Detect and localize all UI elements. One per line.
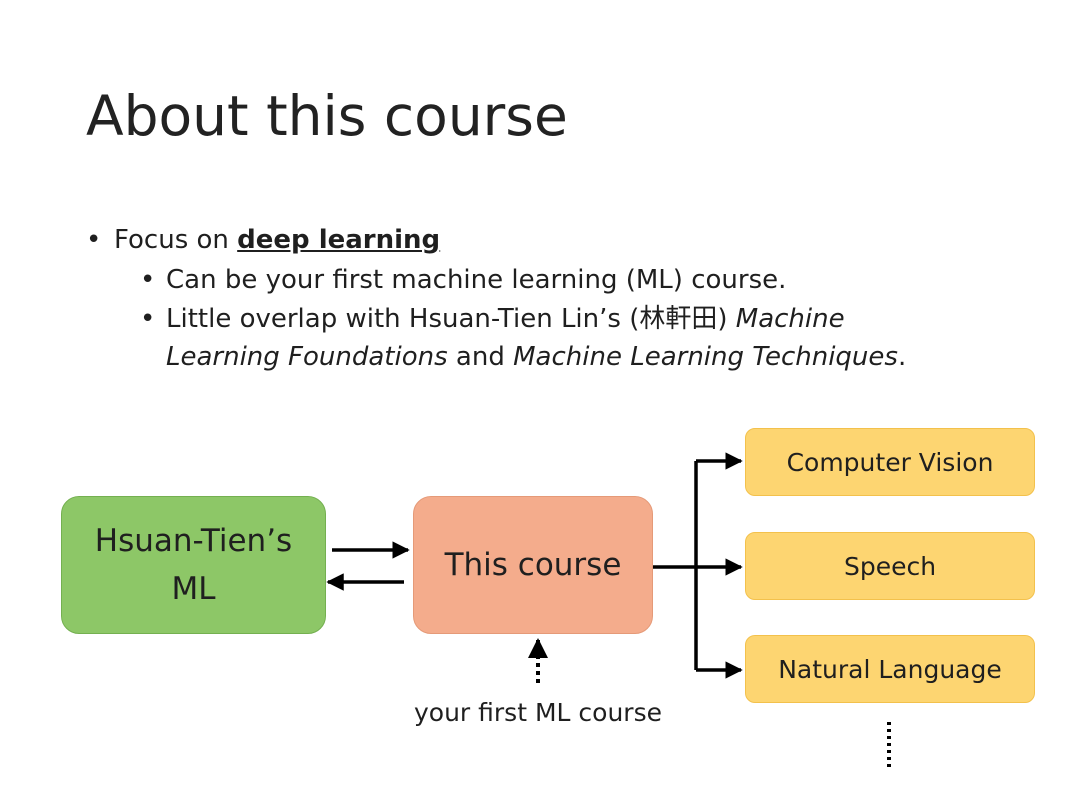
first-course-caption: your first ML course	[414, 698, 662, 727]
hsuan-tien-line1: Hsuan-Tien’s	[94, 523, 293, 559]
course-name-techniques: Machine Learning Techniques	[513, 342, 898, 372]
bullet-list: Focus on deep learning Can be your first…	[86, 220, 1046, 376]
computer-vision-box: Computer Vision	[745, 428, 1035, 496]
speech-box: Speech	[745, 532, 1035, 600]
hsuan-tien-line2: ML	[171, 571, 216, 607]
this-course-label: This course	[444, 547, 622, 583]
deep-learning-emphasis: deep learning	[237, 225, 441, 255]
computer-vision-label: Computer Vision	[786, 447, 994, 477]
hsuan-tien-ml-box: Hsuan-Tien’s ML	[61, 496, 326, 634]
course-name-ml-part: Machine	[735, 304, 845, 334]
natural-language-box: Natural Language	[745, 635, 1035, 703]
period-text: .	[897, 342, 907, 372]
overlap-text: Little overlap with Hsuan-Tien Lin’s (林軒…	[166, 304, 736, 334]
speech-label: Speech	[843, 551, 937, 581]
natural-language-label: Natural Language	[778, 654, 1002, 684]
bullet-overlap: Little overlap with Hsuan-Tien Lin’s (林軒…	[86, 300, 1046, 376]
slide-title: About this course	[86, 84, 568, 148]
bullet-focus: Focus on deep learning	[86, 220, 1046, 260]
this-course-box: This course	[413, 496, 653, 634]
bullet-first-course: Can be your first machine learning (ML) …	[86, 260, 1046, 300]
and-text: and	[447, 342, 514, 372]
bullet-focus-prefix: Focus on	[114, 225, 238, 255]
course-name-foundations: Learning Foundations	[166, 342, 448, 372]
